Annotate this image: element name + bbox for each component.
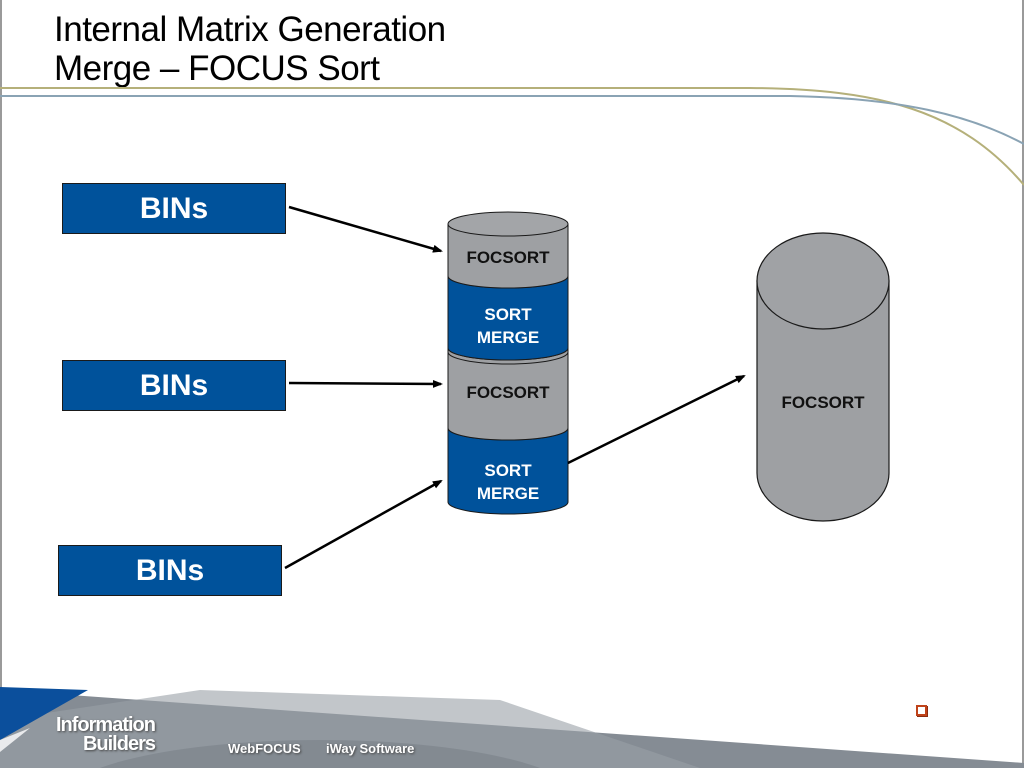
header-rule-blue	[0, 95, 1024, 145]
output-focsort-label: FOCSORT	[781, 393, 865, 412]
bins-box-3-label: BINs	[135, 553, 205, 587]
sort-merge-2-line1: SORT	[484, 461, 532, 480]
sort-merge-label-2: SORT MERGE	[448, 459, 568, 505]
stacked-cylinder	[447, 211, 569, 515]
sort-merge-1-line2: MERGE	[476, 328, 540, 347]
title-line-1: Internal Matrix Generation	[54, 10, 446, 49]
stacked-cylinder-top	[447, 211, 569, 237]
footer-white-stripe	[0, 728, 30, 752]
footer-dark-arc	[100, 740, 540, 768]
title-line-2: Merge – FOCUS Sort	[54, 49, 380, 88]
focsort-label-2: FOCSORT	[466, 383, 550, 402]
arrow-bins2-to-focsort2	[288, 379, 443, 388]
logo-line-2: Builders	[82, 733, 156, 755]
sort-merge-label-1: SORT MERGE	[448, 303, 568, 349]
bins-box-3: BINs	[58, 545, 282, 596]
arrow-sortmerge-to-output	[567, 374, 746, 465]
footer-light-swoosh	[0, 690, 700, 768]
footer-blue-wedge	[0, 687, 88, 740]
bins-box-2-label: BINs	[139, 368, 209, 402]
logo-line-1: Information	[56, 714, 156, 736]
bins-box-1: BINs	[62, 183, 286, 234]
slide-border-right	[1022, 0, 1024, 768]
arrow-bins1-to-focsort1	[288, 205, 443, 253]
bins-box-2: BINs	[62, 360, 286, 411]
header-rules	[0, 87, 1024, 186]
arrow-bins3-to-sortmerge2	[284, 479, 443, 570]
slide-title: Internal Matrix Generation Merge – FOCUS…	[54, 10, 446, 88]
output-cylinder-top	[756, 232, 890, 330]
slide-border-left	[0, 0, 2, 768]
segment-focsort-1	[447, 223, 569, 289]
output-cylinder	[756, 232, 890, 522]
sort-merge-1-line1: SORT	[484, 305, 532, 324]
sort-merge-2-line2: MERGE	[476, 484, 540, 503]
focsort-label-1: FOCSORT	[466, 248, 550, 267]
bins-box-1-label: BINs	[139, 191, 209, 225]
header-rule-olive	[0, 87, 1024, 186]
footer-webfocus: WebFOCUS	[228, 741, 301, 756]
footer-iway-software: iWay Software	[326, 741, 415, 756]
information-builders-logo: Information Builders	[56, 714, 156, 755]
output-cylinder-body	[756, 280, 890, 522]
square-bullet-icon	[916, 705, 927, 716]
